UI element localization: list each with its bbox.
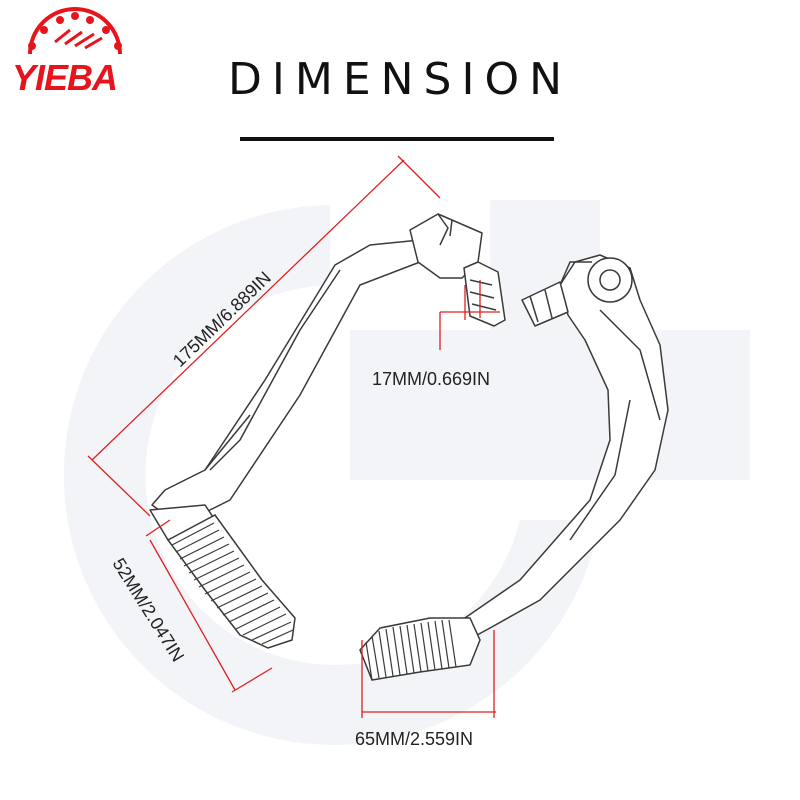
left-lever-guard <box>149 213 506 541</box>
left-grip <box>166 514 296 649</box>
right-grip <box>359 617 481 681</box>
bar-diameter-label: 17MM/0.669IN <box>372 369 490 389</box>
title-underline <box>240 137 554 141</box>
right-lever-guard <box>461 254 669 641</box>
dimension-lines <box>87 155 500 718</box>
right-grip-label: 65MM/2.559IN <box>355 729 473 749</box>
page-title: DIMENSION <box>228 54 572 105</box>
brand-name: YIEBA <box>12 57 118 98</box>
gear-icon <box>28 7 122 55</box>
